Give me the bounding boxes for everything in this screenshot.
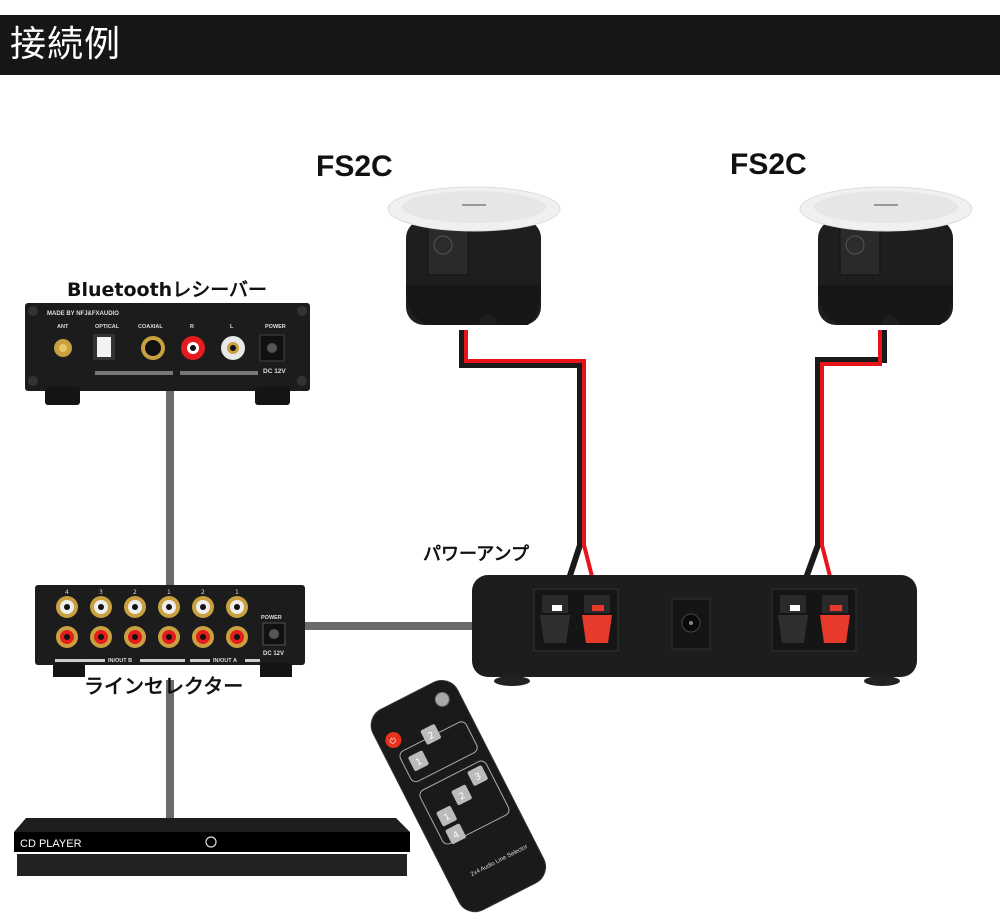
selector-power-spec: DC 12V [263, 651, 284, 657]
port-label-power: POWER [265, 324, 286, 330]
remote-b-button-1-label: 1 [443, 812, 453, 824]
rca-jack-hole [166, 604, 172, 610]
section-label-a: IN/OUT A [213, 658, 237, 664]
rca-jack-hole [64, 604, 70, 610]
cable-selector-to-cd [166, 680, 174, 820]
port-label-ant: ANT [57, 324, 69, 330]
selector-port-number: 3 [99, 589, 103, 596]
remote-power-button[interactable] [383, 729, 405, 751]
cd-player-label: CD PLAYER [20, 838, 82, 850]
power-jack [671, 598, 711, 650]
remote-b-button-4-label: 4 [452, 830, 462, 842]
cd-player-device: CD PLAYER [14, 818, 410, 876]
selector-port-number: 1 [235, 589, 239, 596]
bluetooth-receiver-device: MADE BY NFJ&FXAUDIO ANT OPTICAL COAXIAL … [25, 303, 310, 405]
power-amp-label: パワーアンプ [423, 544, 530, 565]
rca-jack-hole [64, 634, 70, 640]
rca-jack-hole [234, 604, 240, 610]
rca-jack-hole [98, 604, 104, 610]
remote-b-button-2-label: 2 [458, 791, 468, 803]
port-label-l: L [230, 324, 234, 330]
remote-a-button-2[interactable] [420, 724, 442, 746]
remote-a-button-2-label: 2 [427, 730, 437, 742]
remote-b-button-4[interactable] [445, 823, 467, 845]
page-title: 接続例 [10, 24, 122, 65]
rca-jack-hole [132, 634, 138, 640]
speaker-right-label: FS2C [730, 148, 807, 181]
rca-jack-hole [200, 634, 206, 640]
remote-control: ⏻ 1 2 1 2 3 4 2x4 Audio Line Selector [370, 679, 547, 913]
svg-text:⏻: ⏻ [388, 735, 398, 746]
rca-jack-hole [234, 634, 240, 640]
power-spec-text: DC 12V [263, 368, 286, 375]
port-label-coaxial: COAXIAL [138, 324, 163, 330]
rca-jack-hole [166, 634, 172, 640]
cd-power-indicator-icon [205, 836, 217, 848]
remote-a-button-1-label: 1 [414, 757, 424, 769]
line-selector-label: ラインセレクター [84, 674, 244, 698]
line-selector-device: 4 3 2 1 2 1 IN/OUT B IN/OUT A POWER DC 12V [35, 585, 305, 677]
remote-b-button-1[interactable] [436, 805, 458, 827]
port-label-r: R [190, 324, 194, 330]
bluetooth-receiver-label: Bluetoothレシーバー [67, 279, 268, 301]
selector-power-label: POWER [261, 615, 282, 621]
port-label-optical: OPTICAL [95, 324, 120, 330]
rca-jack-hole [200, 604, 206, 610]
remote-a-button-1[interactable] [408, 750, 430, 772]
power-amp-device [472, 575, 917, 686]
section-label-b: IN/OUT B [108, 658, 132, 664]
selector-port-number: 2 [201, 589, 205, 596]
remote-b-button-3[interactable] [467, 765, 489, 787]
speaker-terminal-left [533, 588, 619, 652]
rca-jack-hole [132, 604, 138, 610]
selector-port-number: 1 [167, 589, 171, 596]
selector-port-number: 2 [133, 589, 137, 596]
remote-b-button-2[interactable] [451, 784, 473, 806]
cable-selector-to-amp [302, 622, 480, 630]
selector-port-number: 4 [65, 589, 69, 596]
header-bar [0, 15, 1000, 75]
speaker-left-icon [387, 186, 561, 325]
speaker-left-label: FS2C [316, 150, 393, 183]
speaker-terminal-right [771, 588, 857, 652]
maker-text: MADE BY NFJ&FXAUDIO [47, 311, 119, 317]
ir-sensor-icon [434, 691, 450, 707]
cable-bluetooth-to-selector [166, 390, 174, 590]
remote-b-button-3-label: 3 [474, 772, 484, 784]
rca-jack-hole [98, 634, 104, 640]
speaker-right-icon [799, 186, 973, 325]
